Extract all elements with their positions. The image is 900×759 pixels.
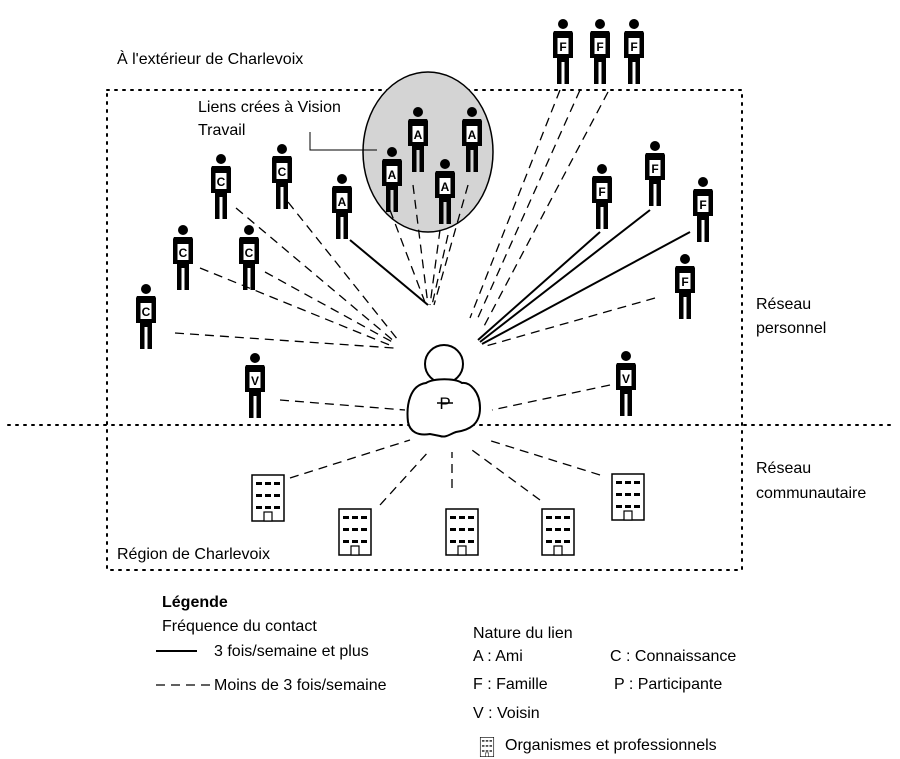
link-c5 [174,332,395,349]
link-f-right-1 [477,231,601,341]
svg-text:F: F [651,162,658,176]
link-a-solo [349,239,429,306]
person-f-right-2: F [645,141,665,206]
link-vt-3 [429,214,443,306]
legend-v-label: V : Voisin [473,705,540,722]
person-c-2: C [272,144,292,209]
person-f-right-4: F [675,254,695,319]
person-v-left: V [245,353,265,418]
link-f-top-3 [481,91,609,331]
person-c-3: C [173,225,193,290]
legend-org-label: Organismes et professionnels [505,737,717,754]
legend-solid-label: 3 fois/semaine et plus [214,643,369,660]
charlevoix-region-label: Région de Charlevoix [117,546,270,563]
dashed-links [174,89,656,506]
person-a-solo: A [332,174,352,239]
link-org-1 [289,439,411,479]
person-c-4: C [239,225,259,290]
region-borders [7,89,896,571]
svg-text:C: C [142,305,151,319]
svg-text:F: F [681,275,688,289]
participant-figure: P [406,344,482,438]
person-f-right-1: F [592,164,612,229]
svg-text:C: C [179,246,188,260]
person-f-right-3: F [693,177,713,242]
link-f-right-3 [481,231,691,345]
link-c4 [264,271,397,345]
link-f-right-2 [479,209,651,343]
vision-travail-pointer [309,132,377,151]
svg-text:F: F [699,198,706,212]
link-vt-2 [412,184,429,306]
person-c-1: C [211,154,231,219]
svg-text:C: C [245,246,254,260]
svg-text:A: A [468,128,477,142]
svg-text:F: F [559,40,566,54]
svg-text:F: F [630,40,637,54]
vision-travail-label-line2: Travail [198,122,246,139]
organization-building-1 [251,474,285,522]
link-c2 [287,201,399,341]
legend-f-label: F : Famille [473,676,548,693]
organization-building-4 [541,508,575,556]
legend-p-label: P : Participante [614,676,723,693]
link-c3 [199,267,393,347]
svg-text:V: V [251,374,259,388]
person-c-5: C [136,284,156,349]
person-f-top-3: F [624,19,644,84]
svg-text:A: A [338,195,347,209]
legend-a-label: A : Ami [473,648,523,665]
link-v-right [491,384,611,411]
svg-text:F: F [598,185,605,199]
legend-nature-title: Nature du lien [473,625,573,642]
link-f-top-1 [469,89,561,319]
svg-text:C: C [278,165,287,179]
link-f-top-2 [475,89,581,323]
svg-text:A: A [388,168,397,182]
person-a-vt-1: A [408,107,428,172]
legend-frequency-title: Fréquence du contact [162,618,317,635]
personal-network-label-line1: Réseau [756,296,812,313]
legend-building-icon [479,737,495,757]
svg-text:A: A [414,128,423,142]
link-org-2 [379,449,431,506]
person-v-right: V [616,351,636,416]
vision-travail-label-line1: Liens crées à Vision [198,99,341,116]
person-a-vt-3: A [382,147,402,212]
organization-building-5 [611,473,645,521]
solid-links [349,209,691,345]
link-vt-4 [431,234,449,306]
legend-c-label: C : Connaissance [610,648,737,665]
outer-region-border [106,89,743,571]
link-vt-1 [389,209,427,306]
link-vt-5 [433,184,469,306]
community-network-label-line2: communautaire [756,485,867,502]
svg-text:F: F [596,40,603,54]
svg-text:C: C [217,175,226,189]
personal-network-label-line2: personnel [756,320,827,337]
svg-text:A: A [441,180,450,194]
organization-building-3 [445,508,479,556]
community-network-label-line1: Réseau [756,460,812,477]
organization-building-2 [338,508,372,556]
link-f-right-4 [485,297,656,347]
svg-text:V: V [622,372,630,386]
person-a-vt-2: A [462,107,482,172]
link-c1 [235,207,396,343]
legend-dashed-label: Moins de 3 fois/semaine [214,677,387,694]
link-v-left [279,399,406,411]
person-a-vt-4: A [435,159,455,224]
person-f-top-2: F [590,19,610,84]
outside-region-label: À l'extérieur de Charlevoix [117,51,304,68]
link-org-4 [471,449,541,501]
link-org-5 [487,439,601,476]
person-f-top-1: F [553,19,573,84]
legend-title: Légende [162,594,228,611]
